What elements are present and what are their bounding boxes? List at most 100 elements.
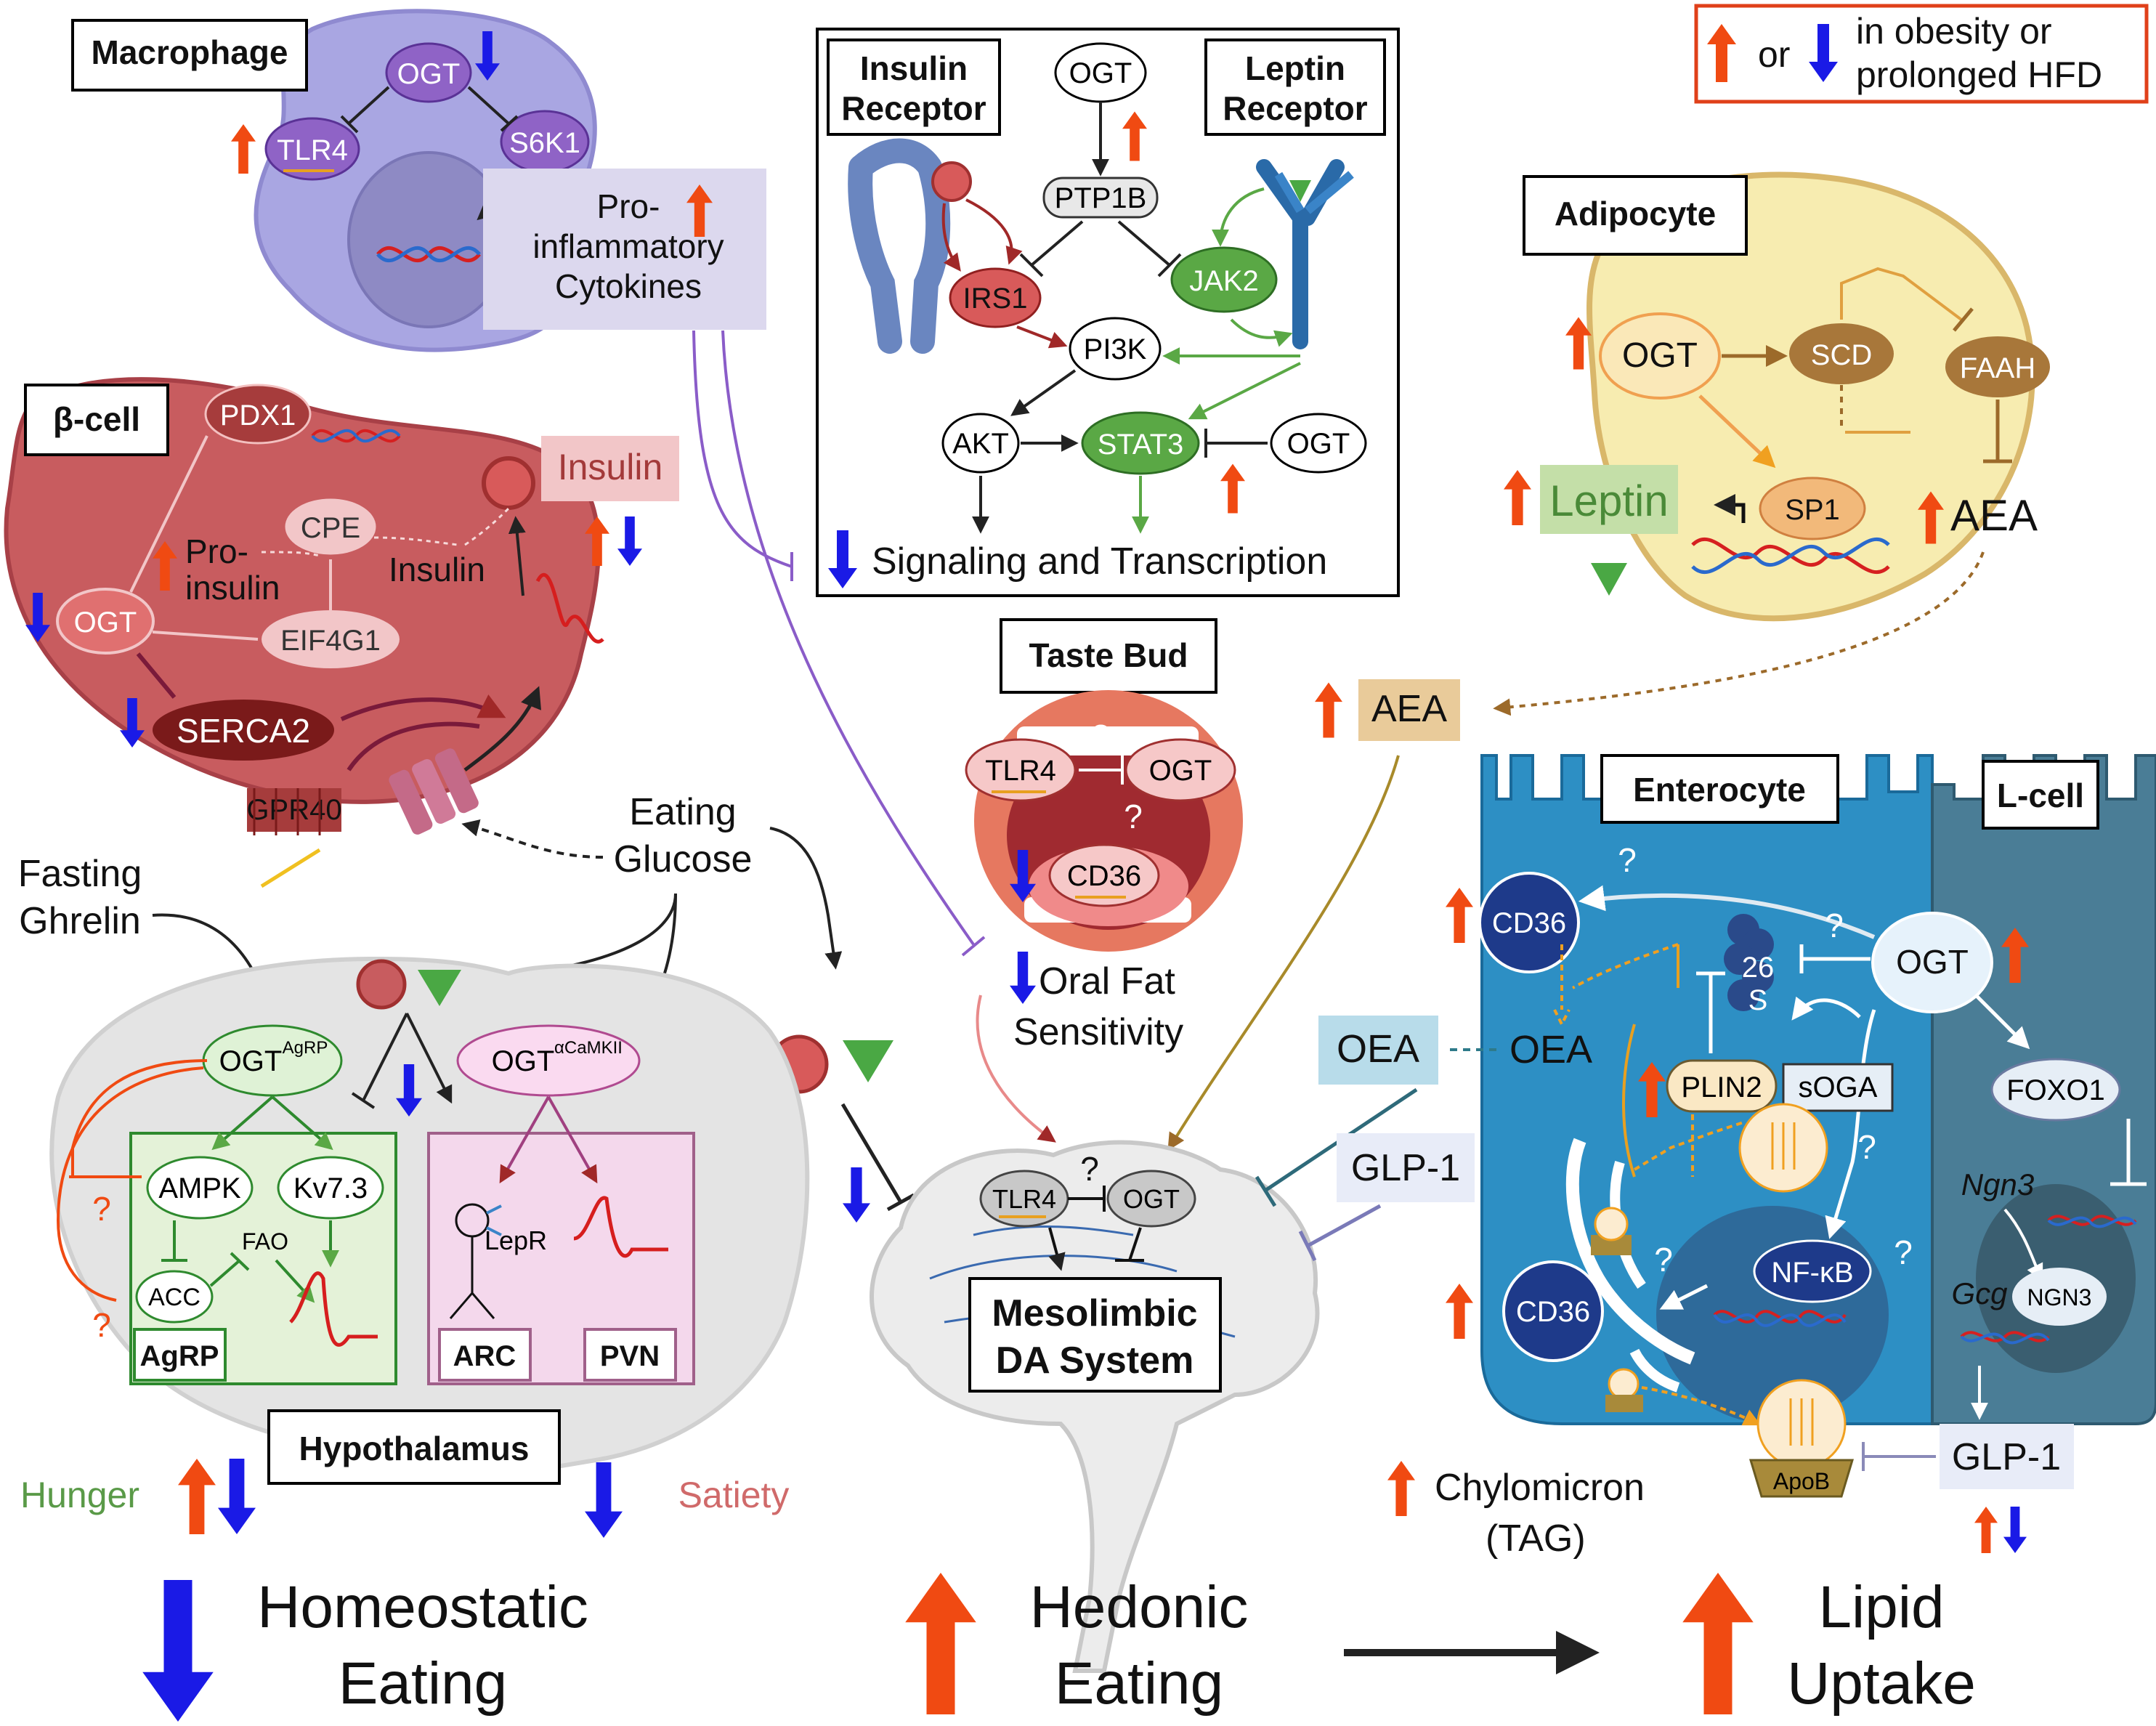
- svg-text:PVN: PVN: [600, 1340, 660, 1372]
- svg-text:Glucose: Glucose: [614, 838, 753, 880]
- svg-text:?: ?: [1825, 907, 1844, 944]
- up-arrow-icon: [1387, 1461, 1415, 1516]
- kv73-node: [277, 1156, 384, 1220]
- ogt-node: [1599, 312, 1721, 400]
- svg-text:OGT: OGT: [1149, 755, 1212, 787]
- svg-text:OGT: OGT: [1896, 943, 1969, 981]
- tlr4-node: [965, 738, 1077, 802]
- leptin-ligand-icon: [1289, 180, 1311, 202]
- svg-text:PDX1: PDX1: [220, 400, 296, 432]
- legend: or in obesity or prolonged HFD: [1694, 4, 2149, 104]
- svg-text:?: ?: [1618, 841, 1637, 879]
- up-arrow-icon: [1315, 682, 1342, 738]
- svg-text:OGT: OGT: [1622, 336, 1698, 375]
- pi3k-node: [1069, 317, 1162, 381]
- dna-icon: [1960, 1331, 2050, 1342]
- cytokine-box: [483, 169, 766, 330]
- svg-text:β-cell: β-cell: [53, 400, 140, 438]
- stat3-node: [1081, 411, 1200, 475]
- svg-text:OGT: OGT: [492, 1045, 555, 1077]
- svg-text:Eating: Eating: [339, 1650, 508, 1717]
- svg-text:?: ?: [92, 1190, 111, 1228]
- svg-text:Eating: Eating: [1055, 1650, 1224, 1717]
- leptin-ligand-icon: [843, 1040, 893, 1082]
- up-arrow-icon: [231, 124, 256, 174]
- leptin-ligand-icon: [418, 970, 461, 1006]
- taste-bud-panel: Taste Bud TLR4 OGT ? ? CD36 Oral Fat Sen…: [965, 618, 1243, 1143]
- tlr4-node: [264, 117, 360, 181]
- signaling-label: Signaling and Transcription: [872, 540, 1327, 583]
- svg-text:Eating: Eating: [629, 791, 736, 833]
- aea-label: AEA: [1950, 491, 2038, 540]
- receptor-panel: Insulin Receptor Leptin Receptor OGT PTP…: [816, 28, 1400, 597]
- adipocyte-panel: Adipocyte OGT SCD FAAH SP1 Leptin AEA: [1504, 171, 2050, 622]
- svg-text:insulin: insulin: [185, 569, 280, 607]
- svg-text:Oral Fat: Oral Fat: [1039, 960, 1175, 1002]
- up-arrow-icon: [1974, 1507, 1998, 1553]
- leptin-label: Leptin: [1549, 477, 1668, 525]
- svg-text:Leptin: Leptin: [1245, 49, 1345, 87]
- svg-text:AKT: AKT: [952, 428, 1009, 460]
- action-potential-icon: [573, 1196, 668, 1258]
- ngn3-node: [2012, 1268, 2107, 1326]
- svg-text:DA System: DA System: [996, 1340, 1194, 1382]
- aea-arrow: [1167, 755, 1400, 1151]
- brain-icon: [870, 1140, 1320, 1673]
- svg-text:OGT: OGT: [397, 58, 461, 90]
- svg-text:CD36: CD36: [1067, 860, 1141, 892]
- svg-text:OGT: OGT: [1123, 1184, 1180, 1214]
- svg-text:Enterocyte: Enterocyte: [1633, 771, 1806, 809]
- akt-node: [941, 413, 1020, 474]
- insulin-box-label: Insulin: [558, 447, 663, 487]
- pdx1-node: [204, 384, 312, 445]
- oea-box: [1318, 1016, 1438, 1085]
- calcium-channel-icon: [389, 748, 479, 835]
- up-arrow-icon: [905, 1573, 976, 1714]
- down-arrow-icon: [218, 1459, 256, 1534]
- svg-text:?: ?: [92, 1306, 111, 1344]
- svg-text:TLR4: TLR4: [985, 755, 1056, 787]
- svg-text:SP1: SP1: [1785, 494, 1840, 526]
- er-icon: [1565, 1138, 1695, 1365]
- legend-line1: in obesity or: [1856, 11, 2052, 52]
- cd36-node: [1048, 843, 1160, 907]
- inhibit-line: [692, 330, 793, 568]
- svg-text:Insulin: Insulin: [389, 551, 485, 588]
- svg-text:Receptor: Receptor: [841, 89, 986, 127]
- up-arrow-icon: [1446, 888, 1473, 943]
- svg-text:OGT: OGT: [1287, 428, 1350, 460]
- irs1-node: [949, 267, 1042, 328]
- svg-text:Insulin: Insulin: [860, 49, 968, 87]
- svg-text:CD36: CD36: [1516, 1296, 1590, 1328]
- svg-text:Ghrelin: Ghrelin: [19, 900, 141, 942]
- plin2-node: [1666, 1059, 1778, 1113]
- svg-text:AEA: AEA: [1371, 688, 1447, 730]
- ampk-node: [146, 1156, 254, 1220]
- svg-text:ACC: ACC: [148, 1284, 200, 1311]
- serca2-node: [153, 700, 334, 761]
- jak2-node: [1170, 246, 1278, 313]
- insulin-granule-icon: [482, 456, 535, 510]
- svg-text:NGN3: NGN3: [2027, 1284, 2092, 1310]
- down-arrow-icon: [617, 516, 642, 566]
- down-arrow-icon: [1010, 952, 1036, 1004]
- svg-text:Uptake: Uptake: [1787, 1650, 1976, 1717]
- down-arrow-icon: [843, 1167, 870, 1223]
- svg-text:OGT: OGT: [1069, 57, 1132, 89]
- up-arrow-icon: [1504, 470, 1531, 525]
- svg-text:Sensitivity: Sensitivity: [1013, 1011, 1183, 1053]
- sp1-node: [1759, 477, 1866, 540]
- cd36-node: [1502, 1260, 1604, 1362]
- svg-text:JAK2: JAK2: [1189, 265, 1259, 297]
- svg-text:GLP-1: GLP-1: [1351, 1147, 1460, 1189]
- down-arrow-icon: [2003, 1507, 2027, 1553]
- svg-text:26: 26: [1742, 952, 1775, 984]
- svg-text:SERCA2: SERCA2: [177, 712, 310, 750]
- proteasome-icon: [1724, 914, 1774, 1011]
- svg-text:SCD: SCD: [1811, 339, 1872, 371]
- action-potential-icon: [535, 572, 604, 644]
- svg-text:STAT3: STAT3: [1098, 429, 1184, 461]
- ogt-node: [1871, 912, 1993, 1013]
- hypothalamus-panel: OGT AgRP OGT αCaMKII AMPK Kv7.3 FAO ACC …: [20, 956, 810, 1538]
- svg-text:Gcg: Gcg: [1951, 1276, 2007, 1310]
